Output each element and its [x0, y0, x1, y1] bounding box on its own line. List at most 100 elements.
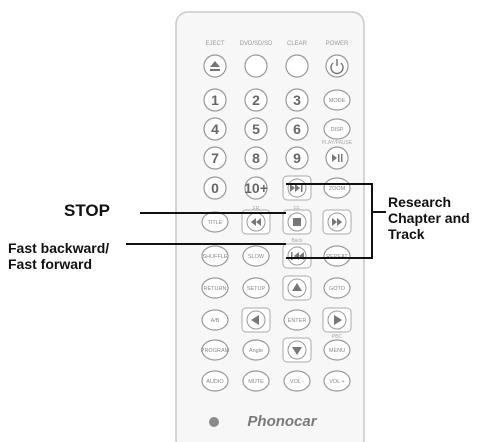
- small-caption: FR: [253, 206, 260, 212]
- remote-button[interactable]: 0: [203, 176, 227, 200]
- remote-button-label: AUDIO: [206, 379, 224, 385]
- remote-button[interactable]: GOTO: [323, 277, 351, 299]
- remote-button-label: 7: [211, 150, 219, 166]
- remote-button-label: MENU: [329, 348, 345, 354]
- down-icon: [292, 347, 302, 355]
- remote-button[interactable]: MODE: [323, 89, 351, 111]
- remote-button[interactable]: AUDIO: [201, 370, 229, 392]
- remote-button-label: GOTO: [329, 286, 346, 292]
- remote-button-label: 6: [293, 121, 301, 137]
- remote-button-label: 0: [211, 180, 219, 196]
- small-caption: Back: [291, 238, 303, 244]
- remote-button-label: 8: [252, 150, 260, 166]
- remote-button-label: 1: [211, 92, 219, 108]
- remote-button[interactable]: MUTE: [242, 370, 270, 392]
- power-icon: [330, 59, 344, 75]
- remote-button[interactable]: ENTER: [283, 309, 311, 331]
- remote-button[interactable]: [244, 54, 268, 78]
- remote-button[interactable]: MENU: [323, 339, 351, 361]
- remote-button-label: 5: [252, 121, 260, 137]
- remote-button[interactable]: [282, 275, 312, 301]
- remote-button[interactable]: 6: [285, 117, 309, 141]
- remote-button[interactable]: TITLE: [201, 211, 229, 233]
- remote-button-label: RETURN: [204, 286, 227, 292]
- remote-button-label: 2: [252, 92, 260, 108]
- stop-icon: [293, 218, 301, 226]
- remote-button[interactable]: 3: [285, 88, 309, 112]
- remote-button[interactable]: [282, 175, 312, 201]
- top-label: POWER: [326, 41, 349, 47]
- remote-button[interactable]: 10+: [244, 176, 268, 200]
- remote-button-label: 10+: [244, 180, 268, 196]
- remote-button[interactable]: [282, 209, 312, 235]
- remote-button[interactable]: A/B: [201, 309, 229, 331]
- brand-logo: Phonocar: [247, 413, 317, 430]
- small-caption: PBC: [332, 334, 343, 340]
- remote-button[interactable]: DISP: [323, 118, 351, 140]
- remote-button-label: ZOOM: [329, 186, 346, 192]
- left-icon: [251, 315, 259, 325]
- remote-button[interactable]: [282, 243, 312, 269]
- remote-button-label: 9: [293, 150, 301, 166]
- brand-logo-icon: [209, 417, 219, 427]
- stop-callout: STOP: [64, 201, 110, 220]
- remote-button-label: A/B: [211, 318, 220, 324]
- remote-button-label: MUTE: [248, 379, 264, 385]
- remote-button-label: SHUFFLE: [202, 254, 227, 260]
- remote-button[interactable]: [322, 307, 352, 333]
- remote-button[interactable]: 8: [244, 146, 268, 170]
- remote-button-label: Angle: [249, 348, 263, 354]
- remote-button[interactable]: [325, 146, 349, 170]
- remote-button[interactable]: REPEAT: [323, 245, 351, 267]
- remote-button[interactable]: 1: [203, 88, 227, 112]
- remote-button-label: PROGRAM: [201, 348, 230, 354]
- top-label: CLEAR: [287, 41, 308, 47]
- right-icon: [334, 315, 342, 325]
- research-leader-line: [286, 183, 373, 259]
- remote-button-label: 4: [211, 121, 219, 137]
- remote-top-labels: EJECT DVD/SD/SD CLEAR POWER PLAY/PAUSE FR FF Ba…: [205, 41, 352, 340]
- remote-button[interactable]: [282, 337, 312, 363]
- research-callout: Research Chapter and Track: [388, 194, 470, 242]
- remote-button-label: TITLE: [208, 220, 223, 226]
- top-label: DVD/SD/SD: [240, 41, 273, 47]
- remote-button[interactable]: SLOW: [242, 245, 270, 267]
- top-label: EJECT: [205, 41, 224, 47]
- remote-button[interactable]: VOL +: [323, 370, 351, 392]
- remote-button[interactable]: [241, 209, 271, 235]
- remote-button-label: SETUP: [247, 286, 266, 292]
- up-icon: [292, 283, 302, 291]
- remote-button[interactable]: SHUFFLE: [201, 245, 229, 267]
- remote-button-label: MODE: [329, 98, 346, 104]
- remote-button-label: SLOW: [248, 254, 265, 260]
- remote-button[interactable]: ZOOM: [323, 177, 351, 199]
- remote-button[interactable]: SETUP: [242, 277, 270, 299]
- ff-icon: [332, 218, 342, 226]
- remote-button[interactable]: 7: [203, 146, 227, 170]
- fr-icon: [251, 218, 261, 226]
- remote-button-label: VOL -: [290, 379, 304, 385]
- fast-callout: Fast backward/ Fast forward: [8, 240, 110, 272]
- remote-button[interactable]: RETURN: [201, 277, 229, 299]
- remote-button[interactable]: [241, 307, 271, 333]
- remote-button[interactable]: 9: [285, 146, 309, 170]
- remote-button[interactable]: [322, 209, 352, 235]
- small-caption: FF: [294, 206, 300, 212]
- remote-button[interactable]: VOL -: [283, 370, 311, 392]
- remote-button-label: VOL +: [329, 379, 345, 385]
- remote-button[interactable]: Angle: [242, 339, 270, 361]
- remote-button[interactable]: 2: [244, 88, 268, 112]
- remote-button[interactable]: 5: [244, 117, 268, 141]
- eject-icon: [210, 61, 220, 71]
- remote-button[interactable]: [285, 54, 309, 78]
- small-caption: PLAY/PAUSE: [322, 140, 353, 146]
- remote-button[interactable]: [325, 54, 349, 78]
- remote-button[interactable]: [203, 54, 227, 78]
- remote-button-label: 3: [293, 92, 301, 108]
- next-icon: [290, 184, 303, 192]
- play-pause-icon: [332, 154, 343, 162]
- remote-button[interactable]: 4: [203, 117, 227, 141]
- remote-button-label: DISP: [331, 127, 344, 133]
- remote-button[interactable]: PROGRAM: [201, 339, 230, 361]
